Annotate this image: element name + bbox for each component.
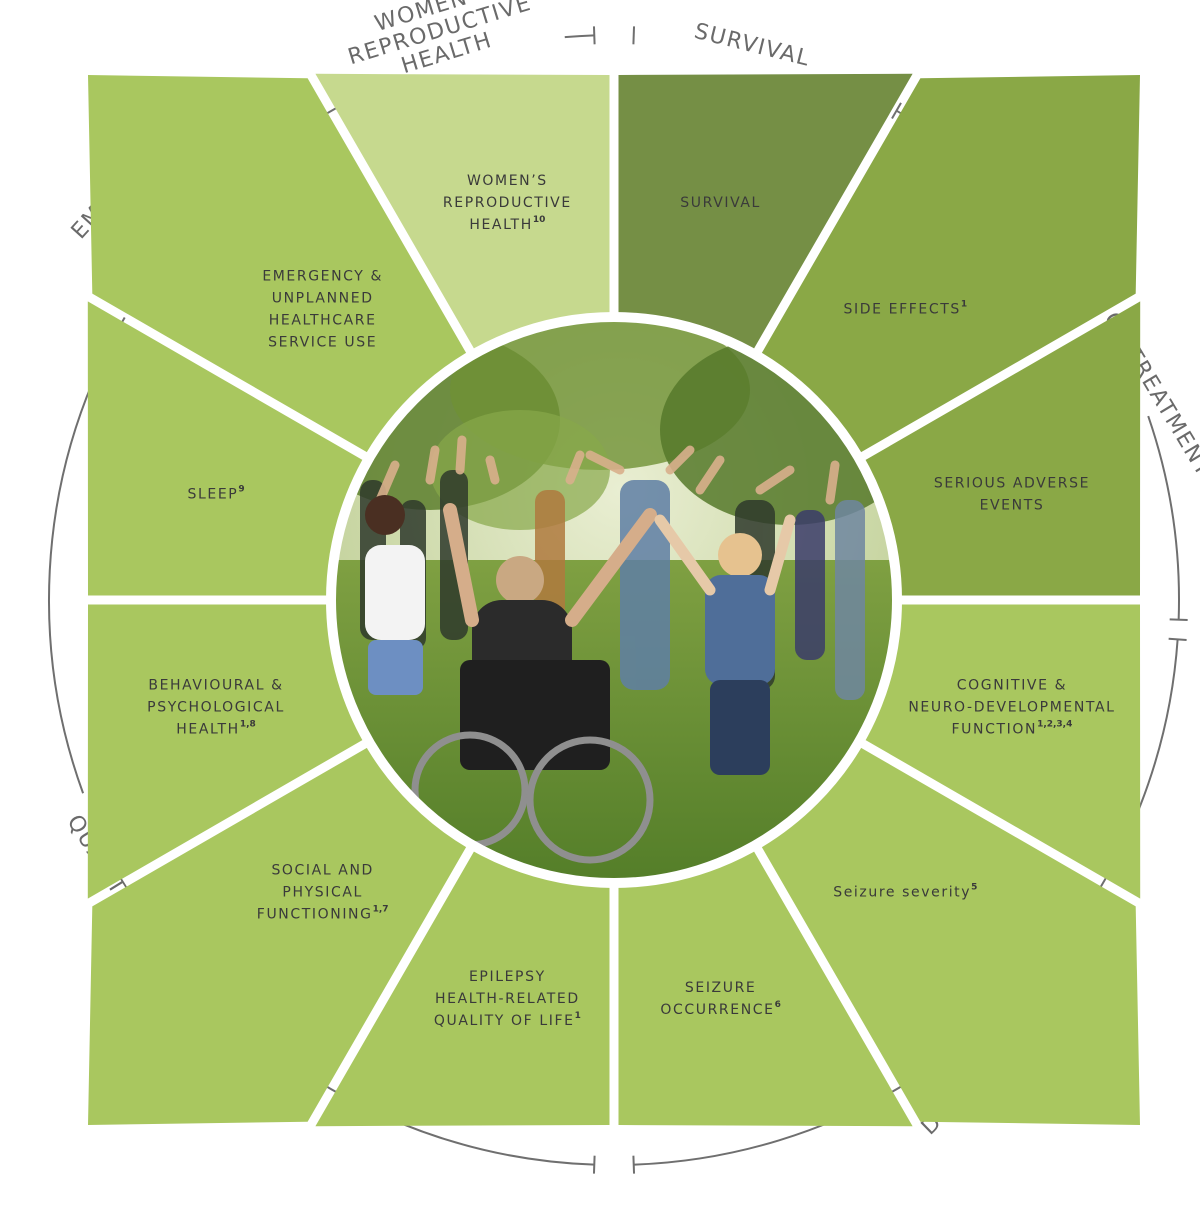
segment-label-seizure-severity: Seizure severity5 [833,882,977,900]
segment-serious-adverse-events [861,301,1141,596]
segment-seizure-severity [759,745,1140,1125]
segment-label-sleep: SLEEP9 [187,484,244,502]
segment-side-effects [759,75,1140,455]
community-photo [331,317,897,883]
segment-survival [618,73,913,353]
segment-womens [315,73,610,353]
segment-epilepsy-hrqol [315,847,610,1127]
ring-tick [1169,618,1188,622]
segment-cognitive [861,604,1141,899]
ring-tick [592,26,596,45]
photo-border [326,312,902,888]
ring-arc [1081,639,1179,917]
segment-behavioural [87,604,367,899]
ring-tick [891,102,902,119]
ring-tick [632,26,636,45]
segment-emergency [88,75,469,455]
ring-tick [632,1155,636,1174]
segment-label-side-effects: SIDE EFFECTS1 [844,300,968,318]
segment-social-physical [88,745,469,1125]
ring-arc [564,34,595,39]
segment-label-survival: SURVIVAL [680,195,761,211]
ring-tick [1168,637,1187,642]
ring-arc [1147,415,1181,620]
segment-seizure-occurrence [618,847,913,1127]
svg-text:SURVIVAL: SURVIVAL [692,19,813,72]
outer-label-survival: SURVIVAL [692,19,813,72]
ring-arc [48,351,108,794]
ring-tick [592,1155,596,1174]
segment-sleep [87,301,367,596]
